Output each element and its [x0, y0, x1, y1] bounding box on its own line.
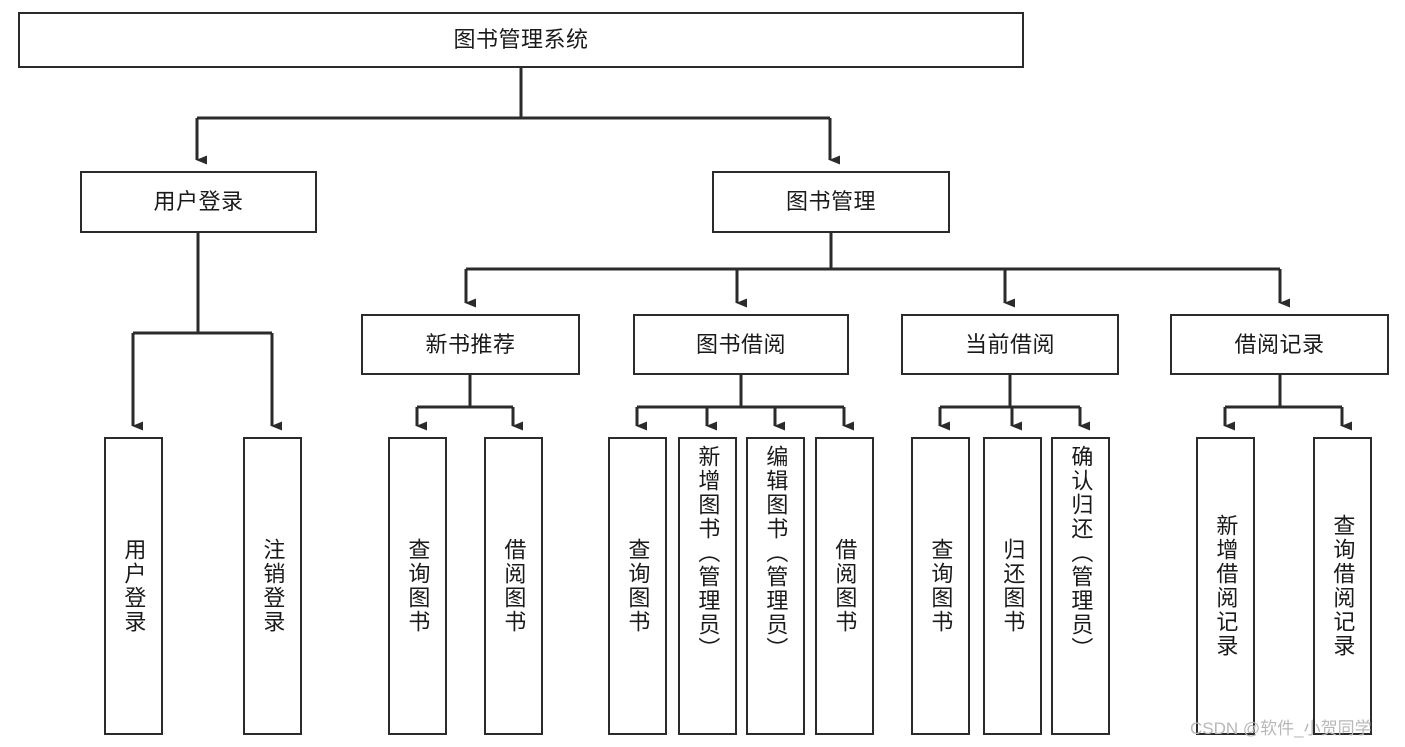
node-leaf-confirm-return-admin-label: 确认归还（管理员） [1068, 445, 1094, 661]
node-leaf-edit-book-admin-label: 编辑图书（管理员） [763, 445, 789, 661]
node-book-borrow[interactable]: 图书借阅 [633, 314, 849, 375]
node-book-manage-label: 图书管理 [785, 189, 876, 214]
edges-current-to-leaves [938, 375, 1090, 431]
node-leaf-return-book[interactable]: 归还图书 [983, 437, 1042, 735]
node-leaf-add-borrow-record-label: 新增借阅记录 [1213, 514, 1239, 658]
node-user-login-label: 用户登录 [153, 189, 244, 214]
node-leaf-return-book-label: 归还图书 [1000, 538, 1026, 634]
node-book-borrow-label: 图书借阅 [695, 331, 786, 357]
node-leaf-query-book-current-label: 查询图书 [928, 538, 954, 634]
node-leaf-query-book-recommend-label: 查询图书 [405, 538, 431, 634]
node-new-book-recommend-label: 新书推荐 [425, 331, 516, 357]
node-leaf-query-book-borrow[interactable]: 查询图书 [608, 437, 667, 735]
node-leaf-confirm-return-admin[interactable]: 确认归还（管理员） [1051, 437, 1110, 735]
node-current-borrow[interactable]: 当前借阅 [901, 314, 1119, 375]
node-current-borrow-label: 当前借阅 [964, 331, 1055, 357]
node-leaf-query-book-borrow-label: 查询图书 [625, 538, 651, 634]
node-leaf-query-borrow-record[interactable]: 查询借阅记录 [1313, 437, 1372, 735]
edges-borrow-to-leaves [635, 375, 854, 431]
node-leaf-add-borrow-record[interactable]: 新增借阅记录 [1196, 437, 1255, 735]
edges-record-to-leaves [1223, 375, 1352, 431]
node-leaf-add-book-admin[interactable]: 新增图书（管理员） [678, 437, 737, 735]
edges-userlogin-to-leaves [131, 233, 282, 431]
node-borrow-record[interactable]: 借阅记录 [1170, 314, 1389, 375]
node-leaf-user-login[interactable]: 用户登录 [104, 437, 163, 735]
node-leaf-query-book-current[interactable]: 查询图书 [911, 437, 970, 735]
node-leaf-logout-label: 注销登录 [260, 538, 286, 634]
node-leaf-edit-book-admin[interactable]: 编辑图书（管理员） [746, 437, 805, 735]
node-leaf-query-book-recommend[interactable]: 查询图书 [388, 437, 447, 735]
edges-recommend-to-leaves [415, 375, 523, 431]
node-leaf-borrow-book-recommend[interactable]: 借阅图书 [484, 437, 543, 735]
node-root-system[interactable]: 图书管理系统 [18, 12, 1024, 68]
node-leaf-borrow-book[interactable]: 借阅图书 [815, 437, 874, 735]
node-book-manage[interactable]: 图书管理 [712, 171, 950, 233]
node-leaf-borrow-book-label: 借阅图书 [832, 538, 858, 634]
node-borrow-record-label: 借阅记录 [1234, 331, 1325, 357]
node-leaf-add-book-admin-label: 新增图书（管理员） [695, 445, 721, 661]
node-new-book-recommend[interactable]: 新书推荐 [361, 314, 580, 375]
edges-root-to-level2 [195, 68, 840, 165]
node-root-label: 图书管理系统 [453, 27, 589, 52]
edges-bookmanage-to-level3 [464, 233, 1290, 308]
node-leaf-borrow-book-recommend-label: 借阅图书 [501, 538, 527, 634]
node-leaf-user-login-label: 用户登录 [121, 538, 147, 634]
node-leaf-logout[interactable]: 注销登录 [243, 437, 302, 735]
node-leaf-query-borrow-record-label: 查询借阅记录 [1330, 514, 1356, 658]
node-user-login[interactable]: 用户登录 [80, 171, 317, 233]
